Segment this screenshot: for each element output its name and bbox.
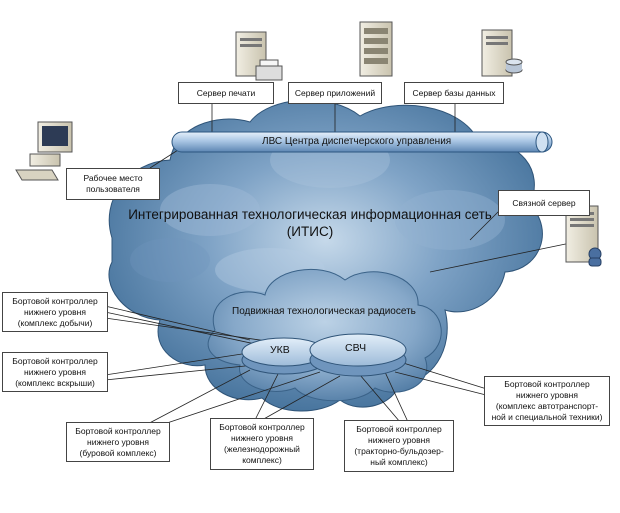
lan-bus bbox=[171, 131, 553, 153]
print-server-icon bbox=[235, 31, 283, 81]
network-title-line2: (ИТИС) bbox=[286, 224, 334, 239]
controller-railway-label: Бортовой контроллер нижнего уровня (желе… bbox=[210, 418, 314, 470]
app-server-icon bbox=[359, 21, 393, 77]
comm-server-label: Связной сервер bbox=[498, 190, 590, 216]
radio-network-label: Подвижная технологическая радиосеть bbox=[232, 306, 416, 317]
controller-transport-label: Бортовой контроллер нижнего уровня (комп… bbox=[484, 376, 610, 426]
svch-disc bbox=[309, 333, 407, 377]
controller-stripping-label: Бортовой контроллер нижнего уровня (комп… bbox=[2, 352, 108, 392]
controller-mining-label: Бортовой контроллер нижнего уровня (комп… bbox=[2, 292, 108, 332]
app-server-label: Сервер приложений bbox=[288, 82, 382, 104]
controller-tractor-label: Бортовой контроллер нижнего уровня (трак… bbox=[344, 420, 454, 472]
workstation-label: Рабочее место пользователя bbox=[66, 168, 160, 200]
svch-label: СВЧ bbox=[345, 342, 367, 354]
db-server-label: Сервер базы данных bbox=[404, 82, 504, 104]
network-title: Интегрированная технологическая информац… bbox=[120, 206, 500, 240]
controller-drilling-label: Бортовой контроллер нижнего уровня (буро… bbox=[66, 422, 170, 462]
lan-label: ЛВС Центра диспетчерского управления bbox=[262, 136, 452, 147]
print-server-label: Сервер печати bbox=[178, 82, 274, 104]
ukv-label: УКВ bbox=[270, 344, 290, 356]
db-server-icon bbox=[481, 29, 523, 77]
network-title-line1: Интегрированная технологическая информац… bbox=[128, 207, 492, 222]
workstation-icon bbox=[15, 121, 73, 181]
